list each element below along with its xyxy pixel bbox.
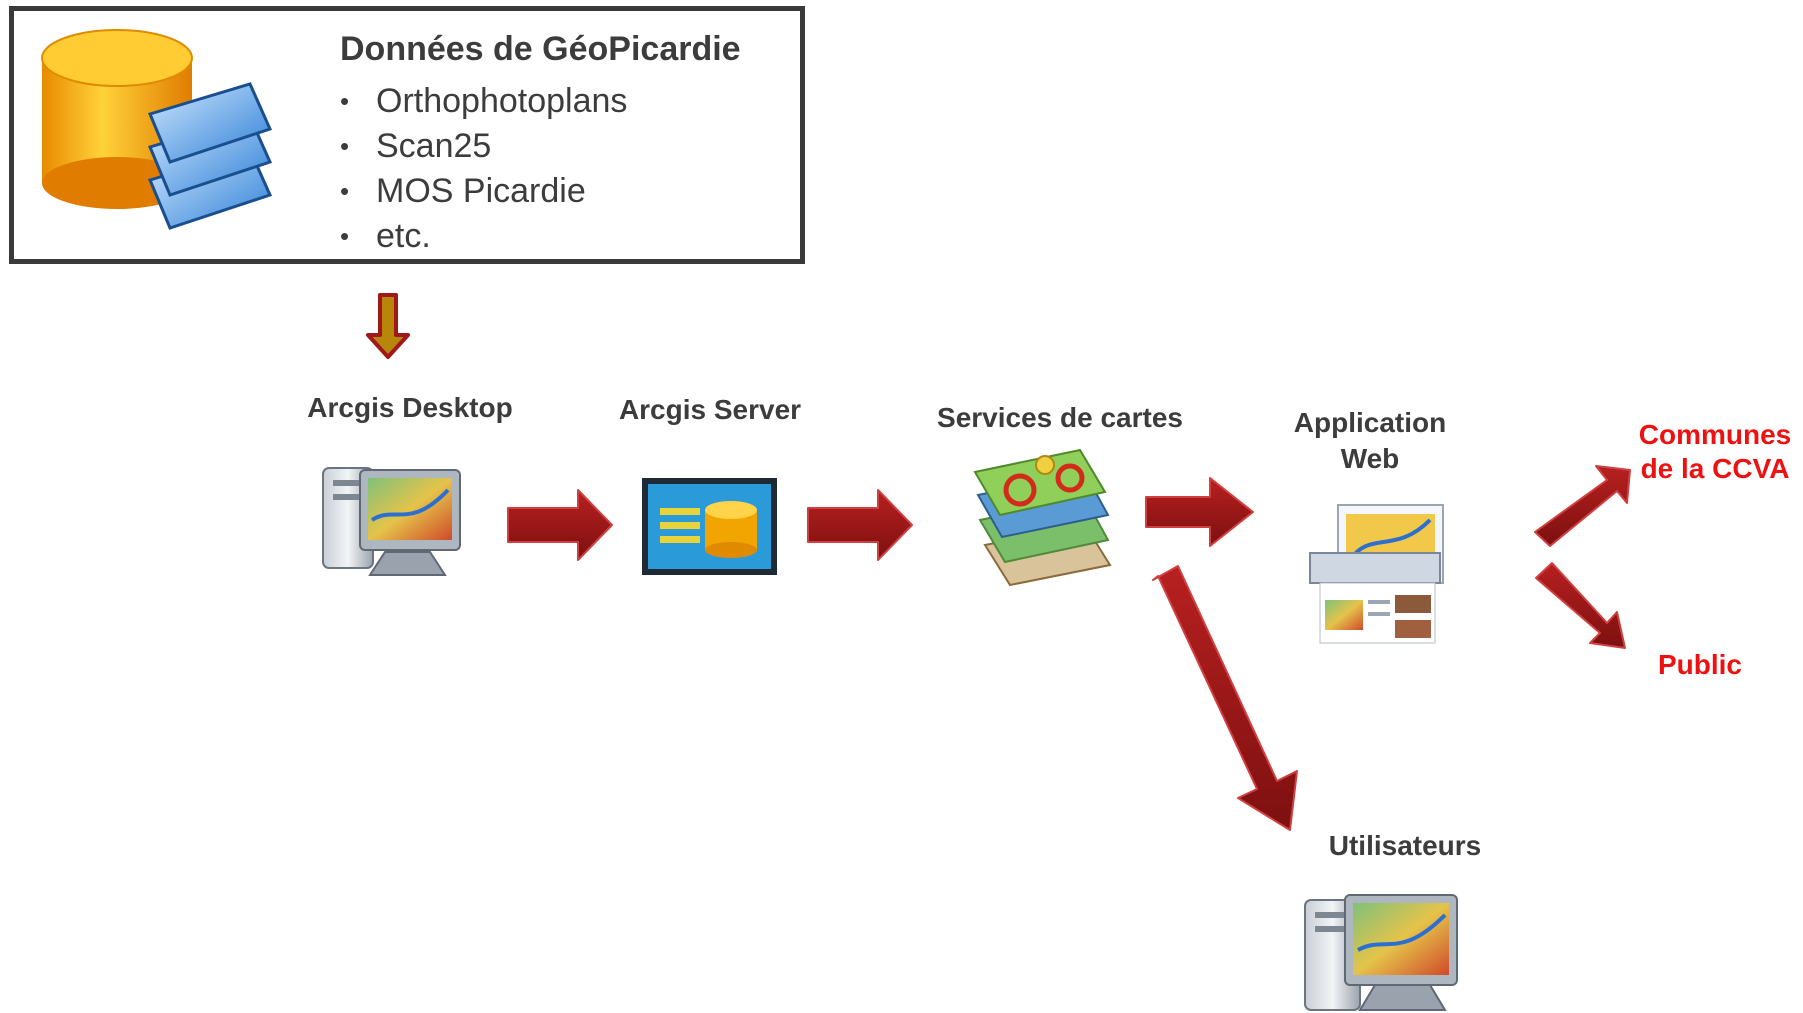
arrow-desktop-to-server	[507, 489, 613, 561]
arrow-services-to-webapp	[1145, 477, 1254, 547]
web-application-icon	[1309, 504, 1444, 644]
label-application-web: Application Web	[1270, 405, 1470, 477]
label-utilisateurs: Utilisateurs	[1328, 830, 1482, 861]
down-arrow	[366, 293, 410, 359]
label-application-web-line1: Application	[1293, 407, 1447, 438]
label-communes-ccva: Communes de la CCVA	[1635, 418, 1795, 486]
label-application-web-line2: Web	[1340, 443, 1400, 474]
source-list: Orthophotoplans Scan25 MOS Picardie etc.	[340, 79, 627, 259]
source-item: etc.	[340, 214, 627, 259]
source-title: Données de GéoPicardie	[340, 30, 741, 68]
label-public: Public	[1657, 649, 1742, 680]
label-communes-line1: Communes	[1638, 419, 1792, 450]
map-services-icon	[973, 448, 1112, 587]
arrow-webapp-to-communes	[1534, 465, 1631, 547]
label-arcgis-desktop: Arcgis Desktop	[307, 392, 513, 423]
arrow-webapp-to-public	[1535, 562, 1626, 649]
desktop-computer-icon	[322, 467, 461, 576]
source-item: MOS Picardie	[340, 169, 627, 214]
source-item: Orthophotoplans	[340, 79, 627, 124]
users-computer-icon	[1304, 894, 1458, 1011]
source-item: Scan25	[340, 124, 627, 169]
label-arcgis-server: Arcgis Server	[618, 394, 802, 425]
database-icon	[41, 29, 273, 230]
label-communes-line2: de la CCVA	[1640, 453, 1790, 484]
arrow-services-to-users	[1152, 565, 1298, 831]
arrow-server-to-services	[807, 489, 913, 561]
label-services-de-cartes: Services de cartes	[937, 402, 1183, 433]
server-icon	[642, 478, 777, 575]
